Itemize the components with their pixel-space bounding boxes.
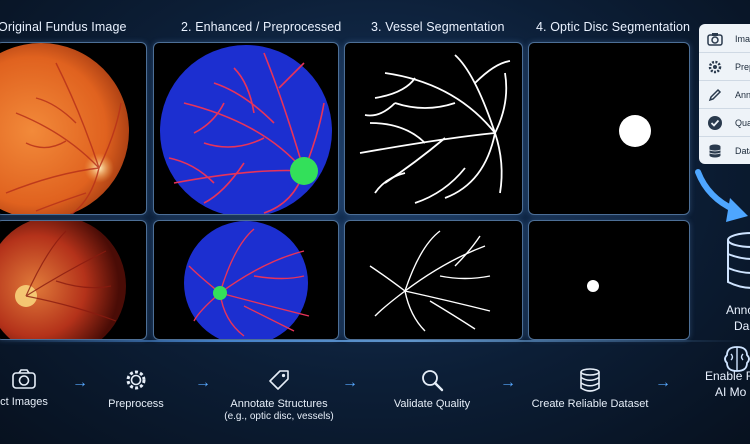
optic-disc-segmentation-1 xyxy=(528,42,690,215)
optic-disc-segmentation-2 xyxy=(528,220,690,340)
database-icon xyxy=(580,368,600,392)
pencil-icon xyxy=(708,88,722,102)
gear-icon xyxy=(708,60,722,74)
workflow-step-label: ct Images xyxy=(0,396,48,408)
sidebar-item-label: Qual xyxy=(735,118,750,128)
sidebar-item-images: Imag xyxy=(699,26,750,53)
annotated-dataset-label-line1: Anno xyxy=(726,303,750,317)
sidebar-item-preprocess: Prep xyxy=(699,54,750,81)
workflow-step-collect-images: ct Images xyxy=(0,368,54,408)
sidebar-item-label: Data xyxy=(735,146,750,156)
sidebar-item-label: Prep xyxy=(735,62,750,72)
curved-arrow-icon xyxy=(695,169,748,222)
workflow-divider xyxy=(0,340,750,342)
brain-icon xyxy=(724,346,750,372)
workflow-step-create-dataset: Create Reliable Dataset xyxy=(528,368,652,410)
sidebar-item-quality: Qual xyxy=(699,110,750,137)
column-title-vessel: 3. Vessel Segmentation xyxy=(371,20,505,34)
workflow-arrow-4: → xyxy=(500,374,516,391)
workflow-arrow-3: → xyxy=(342,374,358,391)
workflow-arrow-5: → xyxy=(655,374,671,391)
workflow-step-preprocess: Preprocess xyxy=(100,368,172,410)
original-fundus-image-1 xyxy=(0,42,147,215)
camera-icon xyxy=(12,369,36,389)
vessel-segmentation-1 xyxy=(344,42,523,215)
workflow-step-validate: Validate Quality xyxy=(386,368,478,410)
workflow-arrow-1: → xyxy=(72,374,88,391)
workflow-step-label: Annotate Structures xyxy=(230,398,328,410)
magnifier-icon xyxy=(422,370,444,392)
enhanced-image-2 xyxy=(153,220,339,340)
workflow-step-sublabel: (e.g., optic disc, vessels) xyxy=(224,411,334,422)
column-title-original: Original Fundus Image xyxy=(0,20,127,34)
check-circle-icon xyxy=(708,116,722,130)
column-title-optic-disc: 4. Optic Disc Segmentation xyxy=(536,20,691,34)
sidebar-item-label: Anno xyxy=(735,90,750,100)
column-title-enhanced: 2. Enhanced / Preprocessed xyxy=(181,20,342,34)
database-icon xyxy=(727,232,750,289)
gear-icon xyxy=(126,370,146,390)
sidebar-legend: Imag Prep Anno Qual Data xyxy=(699,24,750,164)
workflow-step-label: Preprocess xyxy=(108,398,164,410)
annotated-dataset-label-line2: Da xyxy=(734,319,750,333)
enable-ai-label-line2: AI Mo xyxy=(715,385,747,399)
enable-ai-label-line1: Enable R xyxy=(705,369,750,383)
sidebar-item-annotate: Anno xyxy=(699,82,750,109)
workflow-arrow-2: → xyxy=(195,374,211,391)
sidebar-item-label: Imag xyxy=(735,34,750,44)
workflow-step-annotate: Annotate Structures (e.g., optic disc, v… xyxy=(211,368,347,422)
workflow-step-label: Create Reliable Dataset xyxy=(531,398,649,410)
enhanced-image-1 xyxy=(153,42,339,215)
original-fundus-image-2 xyxy=(0,220,147,340)
sidebar-item-dataset: Data xyxy=(699,138,750,164)
camera-icon xyxy=(707,33,723,46)
tag-icon xyxy=(269,370,289,390)
workflow-step-label: Validate Quality xyxy=(393,398,471,410)
database-icon xyxy=(709,144,721,158)
vessel-segmentation-2 xyxy=(344,220,523,340)
